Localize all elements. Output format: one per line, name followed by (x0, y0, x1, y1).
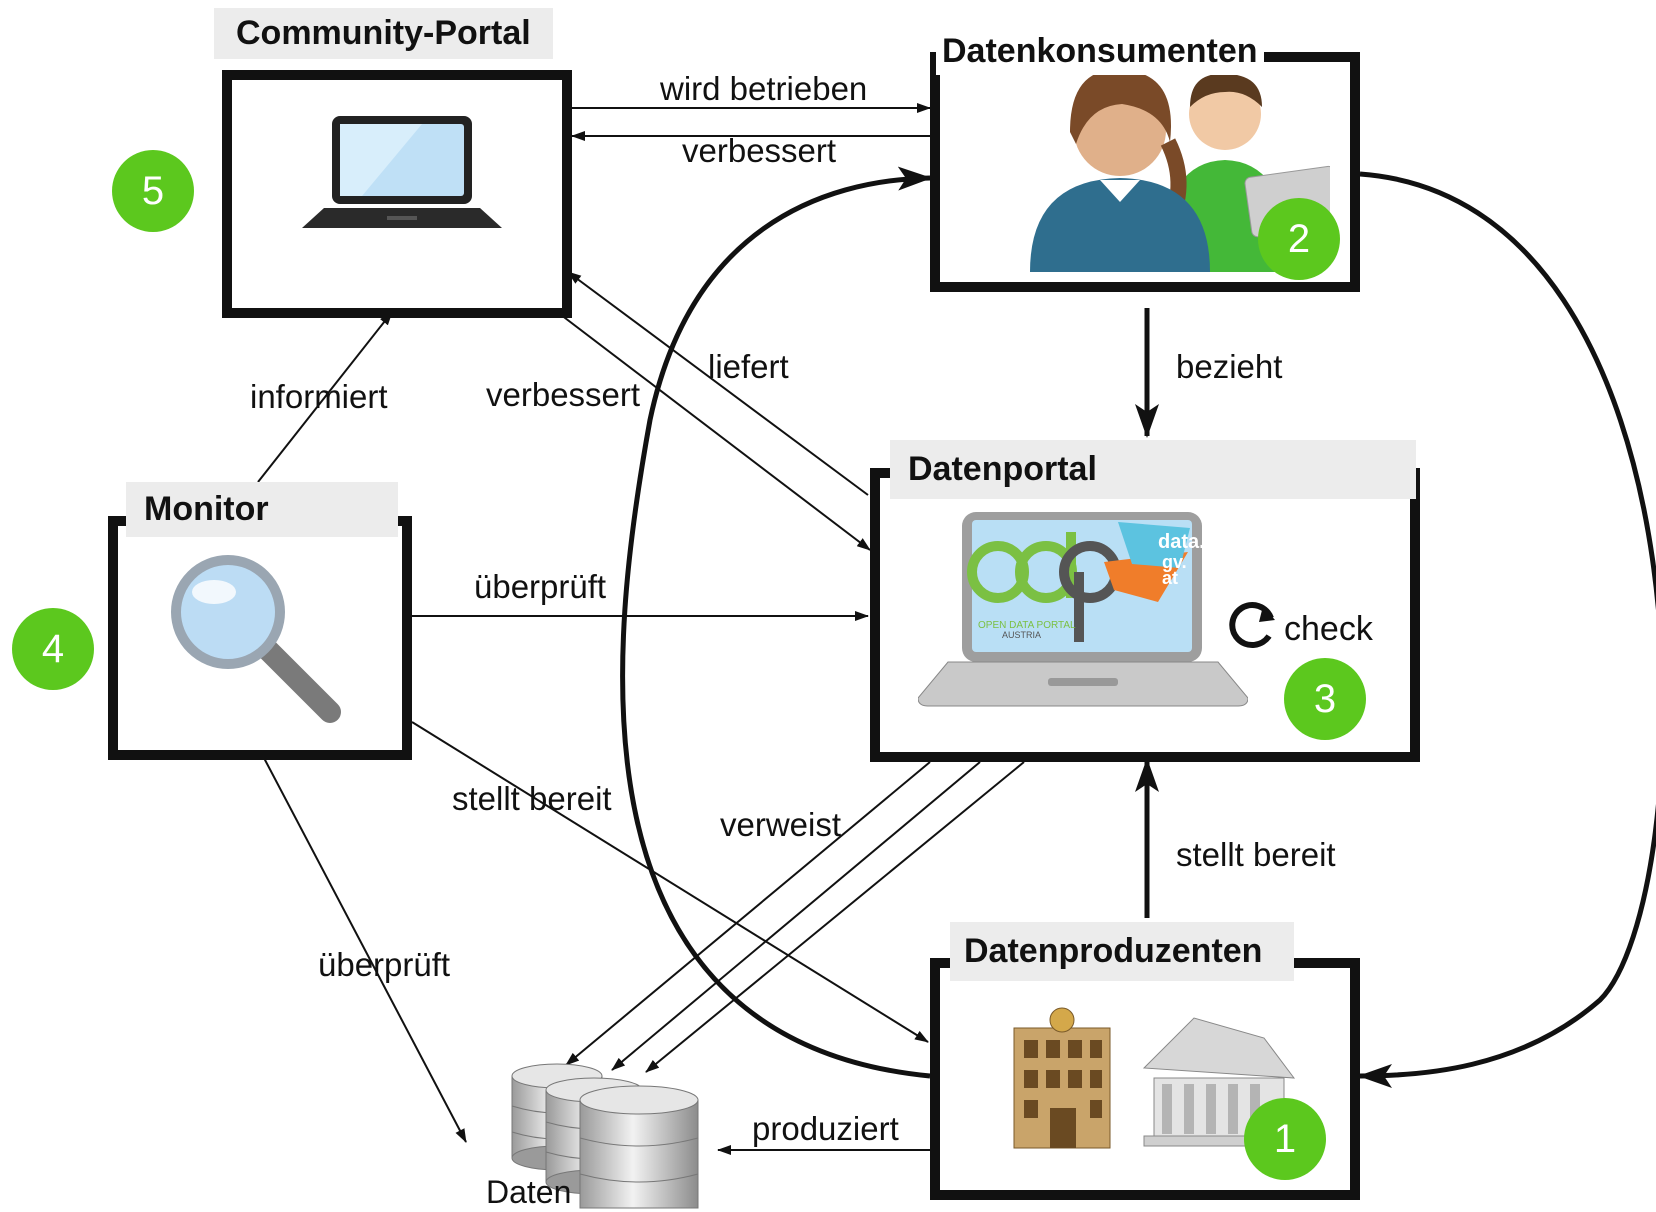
edge-ueberprueft-daten (263, 757, 467, 1143)
refresh-icon (1229, 602, 1275, 648)
step-badge-4: 4 (12, 608, 94, 690)
community-portal-box (222, 70, 572, 318)
monitor-title: Monitor (126, 482, 398, 537)
datenkonsumenten-title: Datenkonsumenten (936, 28, 1264, 75)
label-ueberprueft-portal: überprüft (474, 568, 607, 605)
label-wird-betrieben: wird betrieben (660, 70, 868, 107)
label-verbessert-mid: verbessert (486, 376, 641, 413)
step-badge-2: 2 (1258, 198, 1340, 280)
edge-producers-to-consumers-loop (620, 166, 932, 1079)
label-bezieht: bezieht (1176, 348, 1283, 385)
check-label: check (1284, 610, 1373, 648)
thick-edges (620, 166, 1656, 1088)
label-verbessert-top: verbessert (682, 132, 837, 169)
database-icon (511, 1063, 699, 1209)
datenproduzenten-title: Datenproduzenten (950, 922, 1294, 981)
edge-verbessert-mid (547, 304, 871, 551)
svg-text:AUSTRIA: AUSTRIA (1002, 630, 1041, 640)
edge-verweist-2 (611, 761, 981, 1071)
label-verweist: verweist (720, 806, 842, 843)
edge-verweist-3 (645, 761, 1025, 1073)
svg-text:OPEN DATA PORTAL: OPEN DATA PORTAL (978, 620, 1076, 631)
label-ueberprueft-daten: überprüft (318, 946, 451, 983)
monitor-box (108, 516, 412, 760)
label-informiert: informiert (250, 378, 388, 415)
step-badge-5: 5 (112, 150, 194, 232)
label-stellt-bereit-monitor: stellt bereit (452, 780, 612, 817)
label-liefert: liefert (708, 348, 789, 385)
svg-text:at: at (1162, 568, 1178, 588)
edge-liefert (567, 271, 869, 496)
label-produziert: produziert (752, 1110, 899, 1147)
edge-consumers-to-producers-loop (1358, 171, 1656, 1088)
thin-edges (257, 103, 1025, 1155)
edge-informiert (257, 311, 393, 483)
datenportal-box: data. gv. at OPEN DATA PORTAL AUSTRIA (870, 468, 1420, 762)
step-badge-3: 3 (1284, 658, 1366, 740)
datenportal-title: Datenportal (890, 440, 1416, 499)
buildings-icon (1013, 1007, 1296, 1149)
svg-text:data.: data. (1158, 531, 1205, 553)
magnifier-icon (171, 555, 341, 723)
daten-label: Daten (486, 1174, 572, 1210)
portal-laptop-icon: data. gv. at OPEN DATA PORTAL AUSTRIA (918, 512, 1248, 707)
laptop-icon (302, 116, 502, 228)
label-stellt-bereit-producers: stellt bereit (1176, 836, 1336, 873)
edge-verweist-1 (565, 761, 931, 1066)
edge-stellt-bereit-monitor (411, 721, 929, 1043)
community-portal-title: Community-Portal (214, 8, 553, 59)
svg-text:gv.: gv. (1162, 552, 1187, 572)
step-badge-1: 1 (1244, 1098, 1326, 1180)
